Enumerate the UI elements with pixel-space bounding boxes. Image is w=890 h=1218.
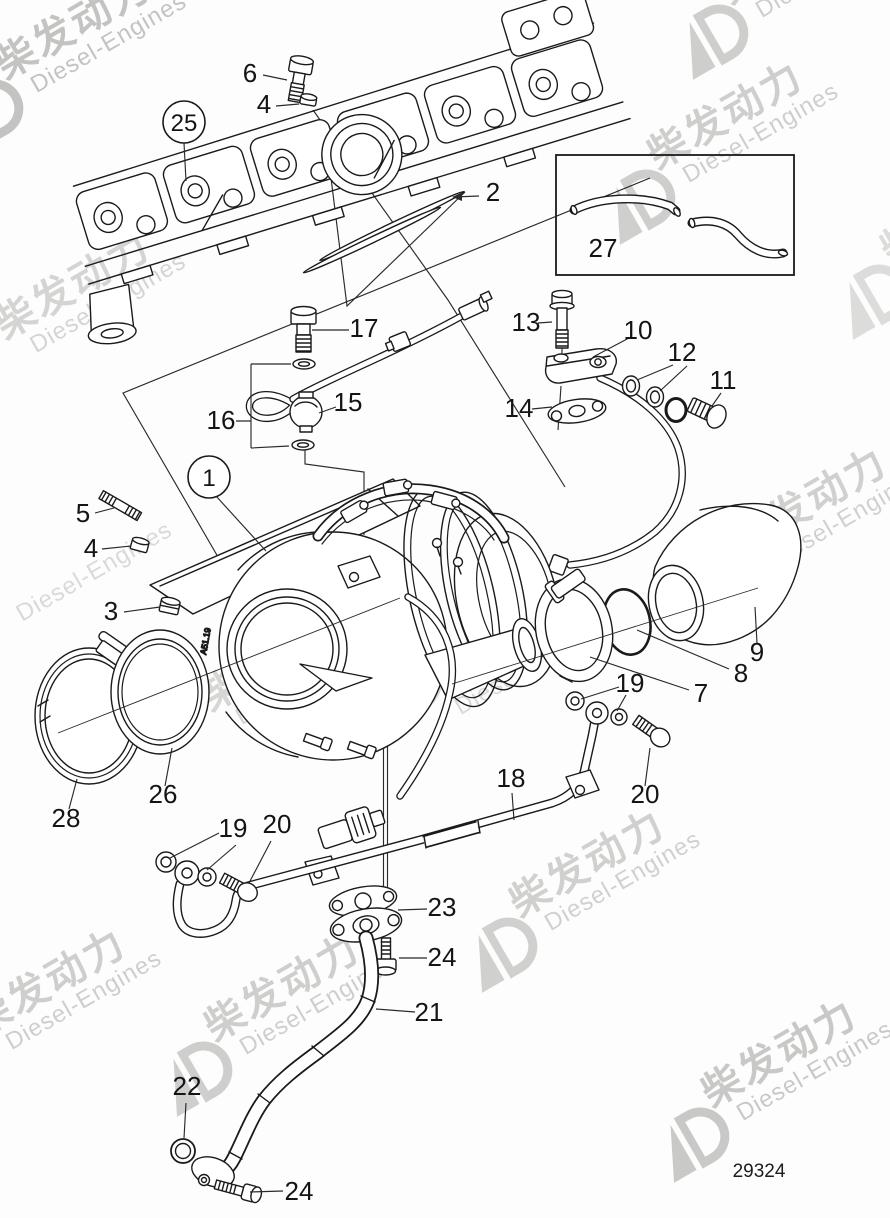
callout-5: 5 xyxy=(76,498,90,528)
callout-6: 6 xyxy=(243,58,257,88)
washers-19-right xyxy=(565,691,628,726)
callout-22: 22 xyxy=(173,1071,202,1101)
clamp-7-drawing xyxy=(534,568,614,683)
callout-18: 18 xyxy=(497,763,526,793)
hose-inset-box xyxy=(555,154,795,276)
callout-circle-25 xyxy=(162,100,206,144)
turbocharger-drawing: A51.19 xyxy=(98,478,561,850)
watermark-cn: 柴发动力 xyxy=(713,0,884,13)
callout-14: 14 xyxy=(505,393,534,423)
callout-12: 12 xyxy=(668,337,697,367)
watermark-cn: 柴发动力 xyxy=(694,992,865,1116)
housing-marking: A51.19 xyxy=(198,627,213,656)
ring-26-drawing xyxy=(110,629,210,755)
callout-24-upper: 24 xyxy=(428,942,457,972)
banjo-union-15-drawing xyxy=(289,395,323,429)
callout-23: 23 xyxy=(428,892,457,922)
washer-4-drawing xyxy=(299,93,318,107)
leader-lines xyxy=(68,74,758,1193)
drawing-number: 29324 xyxy=(733,1161,786,1182)
gasket-14-drawing xyxy=(547,398,607,424)
return-pipe-21-drawing xyxy=(170,885,403,1204)
watermark-cn: 柴发动力 xyxy=(0,0,159,88)
stud-5-drawing xyxy=(98,489,143,522)
oil-supply-banjo-drawing xyxy=(245,290,493,451)
callout-26: 26 xyxy=(149,779,178,809)
callout-11: 11 xyxy=(710,365,737,395)
callout-9: 9 xyxy=(750,637,764,667)
banjo-bolt-20-left xyxy=(218,872,258,903)
callout-15: 15 xyxy=(334,387,363,417)
callout-19-right: 19 xyxy=(616,668,645,698)
callout-7: 7 xyxy=(694,678,708,708)
pipe-end-fitting-drawing xyxy=(191,1156,235,1188)
oil-feed-block-drawing xyxy=(544,289,727,576)
callout-circle-1 xyxy=(187,455,231,499)
banjo-bolt-17-drawing xyxy=(290,305,317,353)
plug-11-drawing xyxy=(686,397,727,429)
drain-pipe-18-drawing xyxy=(155,691,671,938)
watermark-logo-icon xyxy=(478,917,538,993)
callout-17: 17 xyxy=(350,313,379,343)
watermark-en: Diesel-Engines xyxy=(732,1015,890,1126)
watermark-cn: 柴发动力 xyxy=(502,802,673,926)
banjo-bolt-20-right xyxy=(632,714,671,748)
callout-13: 13 xyxy=(512,307,541,337)
watermark-logo-icon xyxy=(235,0,329,2)
callout-28: 28 xyxy=(52,803,81,833)
seal-rings-12-drawing xyxy=(621,375,688,423)
callout-10: 10 xyxy=(624,315,653,345)
gasket-23-drawing xyxy=(328,885,398,917)
bolt-13-drawing xyxy=(549,289,575,349)
o-ring-22-drawing xyxy=(170,1138,196,1164)
exhaust-manifold-drawing xyxy=(72,0,631,345)
callout-1: 1 xyxy=(202,465,215,492)
watermark-en: Diesel-Engines xyxy=(1,944,166,1055)
callout-27: 27 xyxy=(589,233,618,263)
callout-4-left: 4 xyxy=(84,533,98,563)
manifold-gaskets-drawing xyxy=(302,190,465,274)
callout-20-right: 20 xyxy=(631,779,660,809)
watermark-en: Diesel-Engines xyxy=(678,77,843,188)
callout-20-left: 20 xyxy=(263,809,292,839)
callout-2: 2 xyxy=(486,177,500,207)
callout-25: 25 xyxy=(171,110,198,137)
watermark-logo-icon xyxy=(849,264,890,340)
bolt-24-lower-drawing xyxy=(213,1179,263,1204)
watermark-en: Diesel-Engines xyxy=(751,0,890,24)
callout-19-left: 19 xyxy=(219,813,248,843)
watermark-cn: 柴发动力 xyxy=(873,149,890,273)
callout-4-top: 4 xyxy=(257,89,271,119)
callout-21: 21 xyxy=(415,997,444,1027)
callout-16: 16 xyxy=(207,405,236,435)
watermark-logo-icon xyxy=(689,4,749,80)
watermark-en: Diesel-Engines xyxy=(540,825,705,936)
callout-labels: 6 4 25 2 27 17 13 10 12 11 16 15 14 1 5 … xyxy=(52,58,765,1206)
watermark-en: Diesel-Engines xyxy=(26,0,191,99)
watermark-cn: 柴发动力 xyxy=(640,54,811,178)
callout-8: 8 xyxy=(734,658,748,688)
watermark-cn: 柴发动力 xyxy=(0,921,134,1045)
nut-4-drawing xyxy=(129,536,150,554)
sensor-connector-drawing xyxy=(317,806,386,850)
callout-24-lower: 24 xyxy=(285,1176,314,1206)
nut-3-drawing xyxy=(158,596,181,616)
centerlines xyxy=(57,587,759,734)
watermark-logo-icon xyxy=(670,1107,730,1183)
callout-3: 3 xyxy=(104,596,118,626)
bolt-24-upper-drawing xyxy=(374,937,397,976)
watermark-logo-icon xyxy=(0,79,24,155)
